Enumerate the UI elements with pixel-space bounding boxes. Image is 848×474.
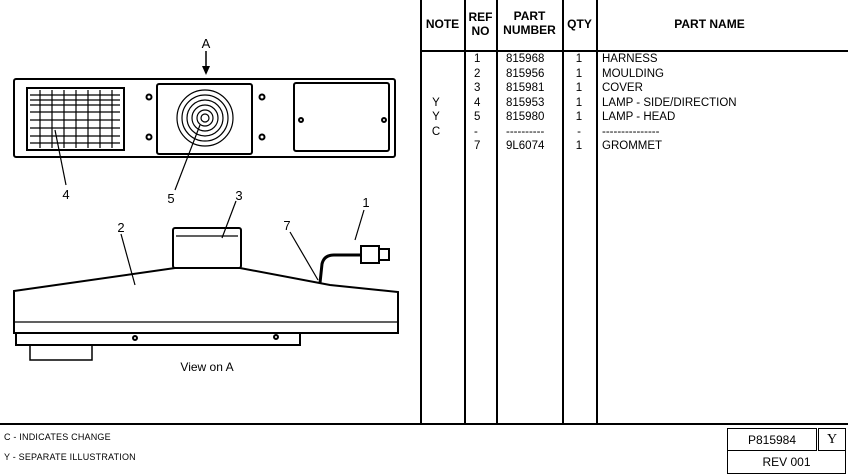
legend-c: C - INDICATES CHANGE — [4, 432, 111, 442]
callout-3: 3 — [235, 188, 242, 203]
row-3-name: COVER — [602, 82, 643, 94]
row-3-part: 815981 — [506, 82, 545, 94]
row-2-name: MOULDING — [602, 67, 664, 80]
row-6-qty: - — [577, 125, 581, 138]
separate-illustration-flag: Y — [818, 428, 846, 451]
header-note: NOTE — [425, 17, 460, 31]
row-4-name: LAMP - SIDE/DIRECTION — [602, 96, 737, 109]
row-4-qty: 1 — [575, 96, 583, 109]
row-6-name: --------------- — [602, 125, 660, 138]
header-part-line1: PART — [513, 9, 546, 23]
row-1-name: HARNESS — [602, 53, 658, 65]
view-label: View on A — [180, 360, 233, 374]
callout-5: 5 — [167, 191, 174, 206]
row-1-ref: 1 — [474, 53, 481, 65]
row-4-part: 815953 — [506, 96, 545, 109]
row-4-note: Y — [432, 96, 440, 109]
row-1-part: 815968 — [506, 53, 545, 65]
row-6-part: ---------- — [506, 125, 545, 138]
callout-1: 1 — [362, 195, 369, 210]
row-7-name: GROMMET — [602, 140, 663, 152]
header-part-line2: NUMBER — [503, 23, 556, 37]
lamp-housing-top-view — [13, 78, 396, 158]
housing-side-view — [13, 227, 399, 361]
callout-a: A — [202, 36, 211, 51]
row-1-qty: 1 — [575, 53, 583, 65]
row-5-note: Y — [432, 111, 440, 123]
row-6-note: C — [431, 125, 441, 138]
row-5-part: 815980 — [506, 111, 545, 123]
header-qty: QTY — [567, 17, 592, 31]
header-ref: REF NO — [465, 10, 496, 38]
part-reference: P815984 — [727, 428, 817, 451]
revision: REV 001 — [727, 451, 846, 474]
row-5-qty: 1 — [575, 111, 583, 123]
row-7-part: 9L6074 — [506, 140, 545, 152]
header-part-number: PART NUMBER — [497, 9, 562, 37]
header-ref-line2: NO — [471, 24, 490, 38]
callout-2: 2 — [117, 220, 124, 235]
header-ref-line1: REF — [468, 10, 493, 24]
parts-illustration: A 4 5 3 2 7 1 View on A — [13, 36, 399, 374]
callout-4: 4 — [62, 187, 69, 202]
callout-7: 7 — [283, 218, 290, 233]
row-4-ref: 4 — [474, 96, 481, 109]
row-3-qty: 1 — [575, 82, 583, 94]
row-2-part: 815956 — [506, 67, 545, 80]
row-7-ref: 7 — [474, 140, 481, 152]
row-3-ref: 3 — [474, 82, 481, 94]
row-2-ref: 2 — [474, 67, 481, 80]
legend-y: Y - SEPARATE ILLUSTRATION — [4, 452, 136, 462]
header-part-name: PART NAME — [674, 17, 745, 31]
row-7-qty: 1 — [575, 140, 583, 152]
row-5-name: LAMP - HEAD — [602, 111, 676, 123]
row-2-qty: 1 — [575, 67, 583, 80]
row-6-ref: - — [474, 125, 478, 138]
row-5-ref: 5 — [474, 111, 481, 123]
